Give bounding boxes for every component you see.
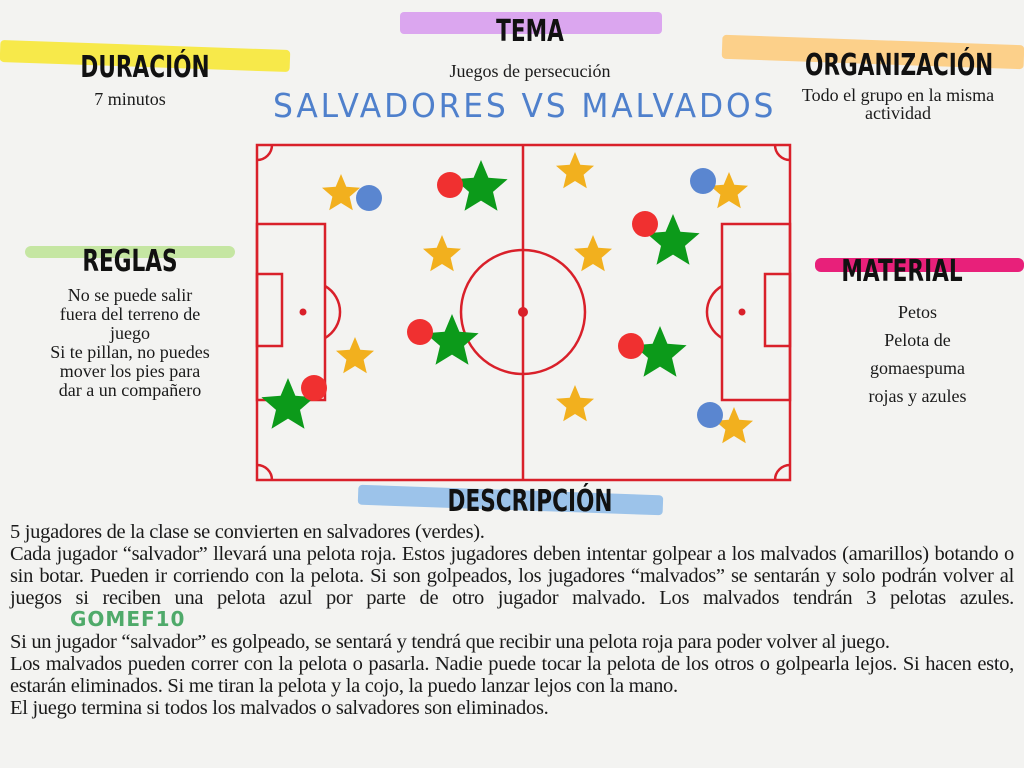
description-paragraph: Cada jugador “salvador” llevará una pelo…	[10, 543, 1014, 631]
description-paragraph: Los malvados pueden correr con la pelota…	[10, 653, 1014, 697]
right-goal-area	[763, 272, 792, 348]
reglas-heading: REGLAS	[82, 244, 178, 279]
reglas-line: dar a un compañero	[58, 380, 202, 400]
duracion-text: 7 minutos	[94, 89, 166, 109]
left-goal-area	[255, 272, 284, 348]
center-circle	[459, 248, 587, 376]
right-penalty-spot	[738, 308, 746, 316]
organizacion-heading: ORGANIZACIÓN	[805, 48, 994, 83]
right-arc	[705, 284, 723, 340]
red-ball-icon	[618, 333, 644, 359]
red-ball-icon	[301, 375, 327, 401]
salvador-star-icon	[261, 378, 315, 429]
reglas-text: No se puede salir fuera del terreno de j…	[20, 286, 240, 400]
tema-brush	[400, 12, 662, 34]
watermark: GOMEF10	[70, 607, 186, 631]
malvado-star-icon	[423, 235, 461, 272]
red-ball-icon	[632, 211, 658, 237]
tema-heading: TEMA	[496, 14, 564, 49]
descripcion-heading: DESCRIPCIÓN	[447, 484, 613, 519]
description-paragraph-text: Cada jugador “salvador” llevará una pelo…	[10, 543, 1014, 609]
center-spot	[518, 307, 528, 317]
reglas-line: mover los pies para	[59, 361, 201, 381]
description-paragraph: 5 jugadores de la clase se convierten en…	[10, 521, 485, 543]
reglas-line: Si te pillan, no puedes	[50, 342, 210, 362]
page-title: SALVADORES VS MALVADOS	[273, 86, 777, 125]
material-text: Petos Pelota de gomaespuma rojas y azule…	[815, 298, 1020, 410]
salvador-star-icon	[454, 160, 508, 211]
material-line: rojas y azules	[868, 386, 967, 406]
reglas-brush	[25, 246, 235, 258]
red-ball-icon	[407, 319, 433, 345]
material-line: Pelota de	[884, 330, 951, 350]
left-penalty-area	[255, 222, 327, 402]
material-brush	[815, 258, 1024, 272]
salvador-star-icon	[633, 326, 687, 377]
corner-arcs	[256, 144, 791, 481]
salvador-star-icon	[646, 214, 700, 265]
reglas-line: juego	[110, 323, 150, 343]
blue-ball-icon	[356, 185, 382, 211]
malvado-star-icon	[710, 172, 748, 209]
description-text: 5 jugadores de la clase se convierten en…	[10, 521, 1014, 719]
reglas-line: fuera del terreno de	[59, 304, 201, 324]
reglas-line: No se puede salir	[67, 285, 193, 305]
description-paragraph: El juego termina si todos los malvados o…	[10, 697, 549, 719]
blue-ball-icon	[697, 402, 723, 428]
left-penalty-spot	[299, 308, 307, 316]
description-paragraph: Si un jugador “salvador” es golpeado, se…	[10, 631, 890, 653]
material-line: gomaespuma	[870, 358, 965, 378]
blue-ball-icon	[690, 168, 716, 194]
right-penalty-area	[720, 222, 792, 402]
malvado-star-icon	[556, 152, 594, 189]
organizacion-text: Todo el grupo en la misma actividad	[801, 85, 995, 123]
duracion-heading: DURACIÓN	[80, 50, 210, 85]
red-ball-icon	[437, 172, 463, 198]
malvado-star-icon	[322, 174, 360, 211]
malvado-star-icon	[556, 385, 594, 422]
malvado-star-icon	[715, 407, 753, 444]
tema-text: Juegos de persecución	[449, 61, 611, 81]
material-heading: MATERIAL	[841, 254, 963, 289]
malvado-star-icon	[336, 337, 374, 374]
left-arc	[324, 284, 342, 340]
salvador-star-icon	[425, 314, 479, 365]
material-line: Petos	[897, 302, 937, 322]
malvado-star-icon	[574, 235, 612, 272]
